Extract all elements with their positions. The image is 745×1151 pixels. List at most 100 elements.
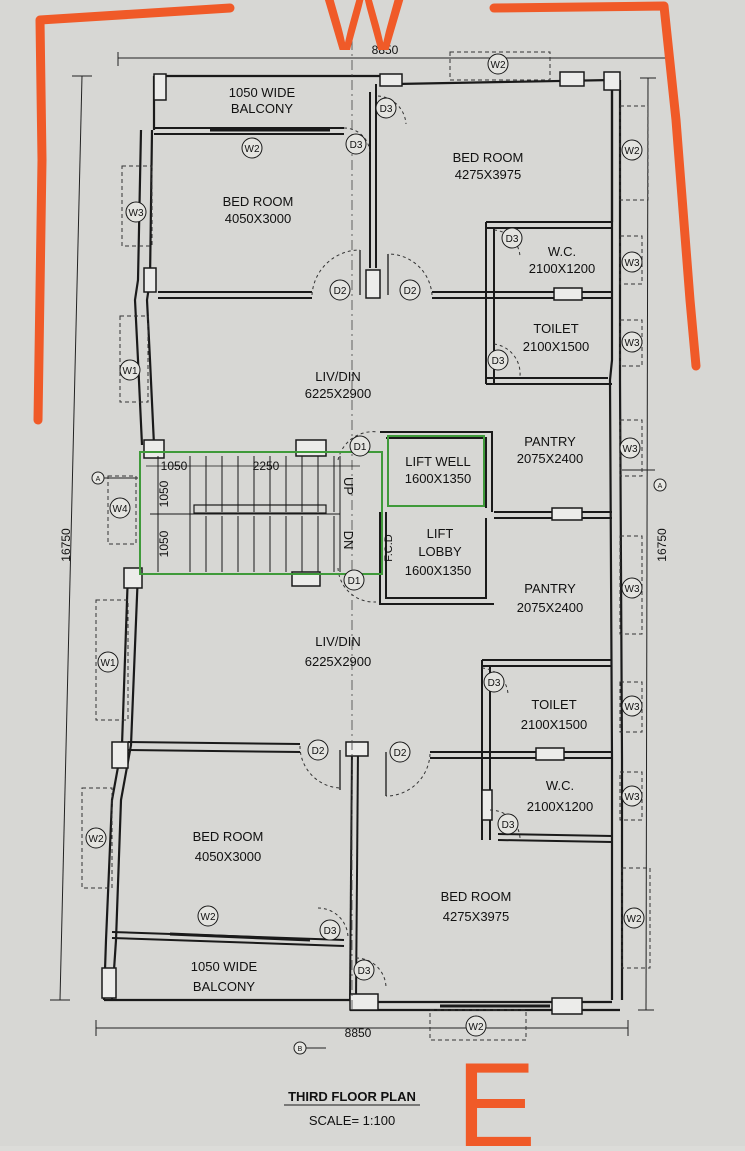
tag-label-w2: W2 bbox=[89, 834, 104, 845]
wc-top-size: 2100X1200 bbox=[529, 261, 596, 276]
tag-label-w2: W2 bbox=[625, 146, 640, 157]
tag-circle-w2 bbox=[623, 907, 645, 929]
wc-top-name: W.C. bbox=[548, 244, 576, 259]
tag-circle-w3 bbox=[619, 437, 641, 459]
lift-lobby-line1: LIFT bbox=[427, 526, 454, 541]
tag-circle-w2 bbox=[621, 139, 643, 161]
tag-circle-d3 bbox=[345, 133, 367, 155]
tag-label-d2: D2 bbox=[394, 748, 407, 759]
tag-circle-w2 bbox=[487, 53, 509, 75]
tag-label-d2: D2 bbox=[404, 286, 417, 297]
pantry-bottom-size: 2075X2400 bbox=[517, 600, 584, 615]
bedroom-top-right-name: BED ROOM bbox=[453, 150, 524, 165]
staircase bbox=[139, 435, 485, 575]
tag-circle-w3 bbox=[621, 251, 643, 273]
bedroom-bottom-right-name: BED ROOM bbox=[441, 889, 512, 904]
balcony-top-line2: BALCONY bbox=[231, 101, 293, 116]
plan-title: THIRD FLOOR PLAN bbox=[288, 1089, 416, 1104]
pantry-bottom-name: PANTRY bbox=[524, 581, 576, 596]
tag-circle-d3 bbox=[497, 813, 519, 835]
tag-label-d3: D3 bbox=[324, 926, 337, 937]
stair-up-label: UP bbox=[341, 477, 356, 495]
stair-dn-label: DN bbox=[341, 531, 356, 550]
stair-treads bbox=[150, 456, 341, 572]
tag-label-d3: D3 bbox=[350, 140, 363, 151]
tag-circle-d3 bbox=[501, 227, 523, 249]
tag-circle-d2 bbox=[329, 279, 351, 301]
tag-label-w2: W2 bbox=[469, 1022, 484, 1033]
section-marker-a-right: A bbox=[658, 483, 663, 490]
tag-label-w1: W1 bbox=[101, 658, 116, 669]
stair-width-2: 2250 bbox=[253, 459, 280, 473]
room-labels: 1050 WIDE BALCONY BED ROOM 4050X3000 BED… bbox=[191, 85, 596, 994]
annotation-letter-e: E bbox=[456, 1038, 536, 1146]
tag-label-d3: D3 bbox=[380, 104, 393, 115]
tag-label-w3: W3 bbox=[623, 444, 638, 455]
columns bbox=[101, 71, 621, 1015]
tag-circle-w2 bbox=[197, 905, 219, 927]
stair-flight-2: 1050 bbox=[157, 530, 171, 557]
tag-label-d1: D1 bbox=[348, 576, 361, 587]
tag-circle-d1 bbox=[343, 569, 365, 591]
stair-flight-1: 1050 bbox=[157, 480, 171, 507]
bedroom-bottom-left-size: 4050X3000 bbox=[195, 849, 262, 864]
balcony-bottom-line2: BALCONY bbox=[193, 979, 255, 994]
fcd-label: F.C.D bbox=[383, 534, 395, 562]
right-height-dim: 16750 bbox=[655, 528, 669, 562]
tag-circle-w3 bbox=[621, 577, 643, 599]
tag-circle-w1 bbox=[119, 359, 141, 381]
toilet-top-size: 2100X1500 bbox=[523, 339, 590, 354]
tag-circle-w3 bbox=[125, 201, 147, 223]
wc-bottom-name: W.C. bbox=[546, 778, 574, 793]
tag-label-w3: W3 bbox=[625, 792, 640, 803]
lift-lobby-size: 1600X1350 bbox=[405, 563, 472, 578]
pantry-top-name: PANTRY bbox=[524, 434, 576, 449]
tag-circle-d3 bbox=[483, 671, 505, 693]
lift-well-name: LIFT WELL bbox=[405, 454, 471, 469]
tag-circle-w4 bbox=[109, 497, 131, 519]
tag-circle-d3 bbox=[319, 919, 341, 941]
top-width-dim: 8850 bbox=[372, 43, 399, 57]
toilet-top-name: TOILET bbox=[533, 321, 578, 336]
tag-circle-d3 bbox=[487, 349, 509, 371]
stair-handrail bbox=[193, 504, 327, 514]
tag-label-w3: W3 bbox=[625, 258, 640, 269]
tag-label-d3: D3 bbox=[492, 356, 505, 367]
tag-label-w2: W2 bbox=[491, 60, 506, 71]
toilet-bottom-size: 2100X1500 bbox=[521, 717, 588, 732]
tag-circle-w2 bbox=[465, 1015, 487, 1037]
tag-label-w3: W3 bbox=[625, 338, 640, 349]
lift-highlight bbox=[387, 435, 485, 507]
wc-bottom-size: 2100X1200 bbox=[527, 799, 594, 814]
window-glazing bbox=[169, 128, 550, 1008]
balcony-bottom-line1: 1050 WIDE bbox=[191, 959, 258, 974]
tag-circle-d2 bbox=[399, 279, 421, 301]
tag-circle-d1 bbox=[349, 435, 371, 457]
orange-annotations bbox=[33, 1, 701, 425]
bottom-width-dim: 8850 bbox=[345, 1026, 372, 1040]
livdin-bottom-size: 6225X2900 bbox=[305, 654, 372, 669]
livdin-top-size: 6225X2900 bbox=[305, 386, 372, 401]
bedroom-bottom-left-name: BED ROOM bbox=[193, 829, 264, 844]
tag-label-d3: D3 bbox=[502, 820, 515, 831]
lift-lobby-line2: LOBBY bbox=[418, 544, 462, 559]
door-leaves bbox=[339, 250, 389, 796]
tag-circle-w3 bbox=[621, 695, 643, 717]
tag-circle-w3 bbox=[621, 331, 643, 353]
livdin-top-name: LIV/DIN bbox=[315, 369, 361, 384]
tag-circle-d3 bbox=[375, 97, 397, 119]
annotation-left-bracket bbox=[33, 3, 235, 425]
bedroom-top-left-name: BED ROOM bbox=[223, 194, 294, 209]
bedroom-bottom-right-size: 4275X3975 bbox=[443, 909, 510, 924]
tag-circle-d3 bbox=[353, 959, 375, 981]
section-marker-a-left: A bbox=[96, 476, 101, 483]
tag-label-w3: W3 bbox=[625, 584, 640, 595]
tag-circle-d2 bbox=[389, 741, 411, 763]
tag-label-w3: W3 bbox=[625, 702, 640, 713]
tag-label-w3: W3 bbox=[129, 208, 144, 219]
tag-label-w2: W2 bbox=[201, 912, 216, 923]
tag-circle-w2 bbox=[85, 827, 107, 849]
tag-label-d3: D3 bbox=[358, 966, 371, 977]
